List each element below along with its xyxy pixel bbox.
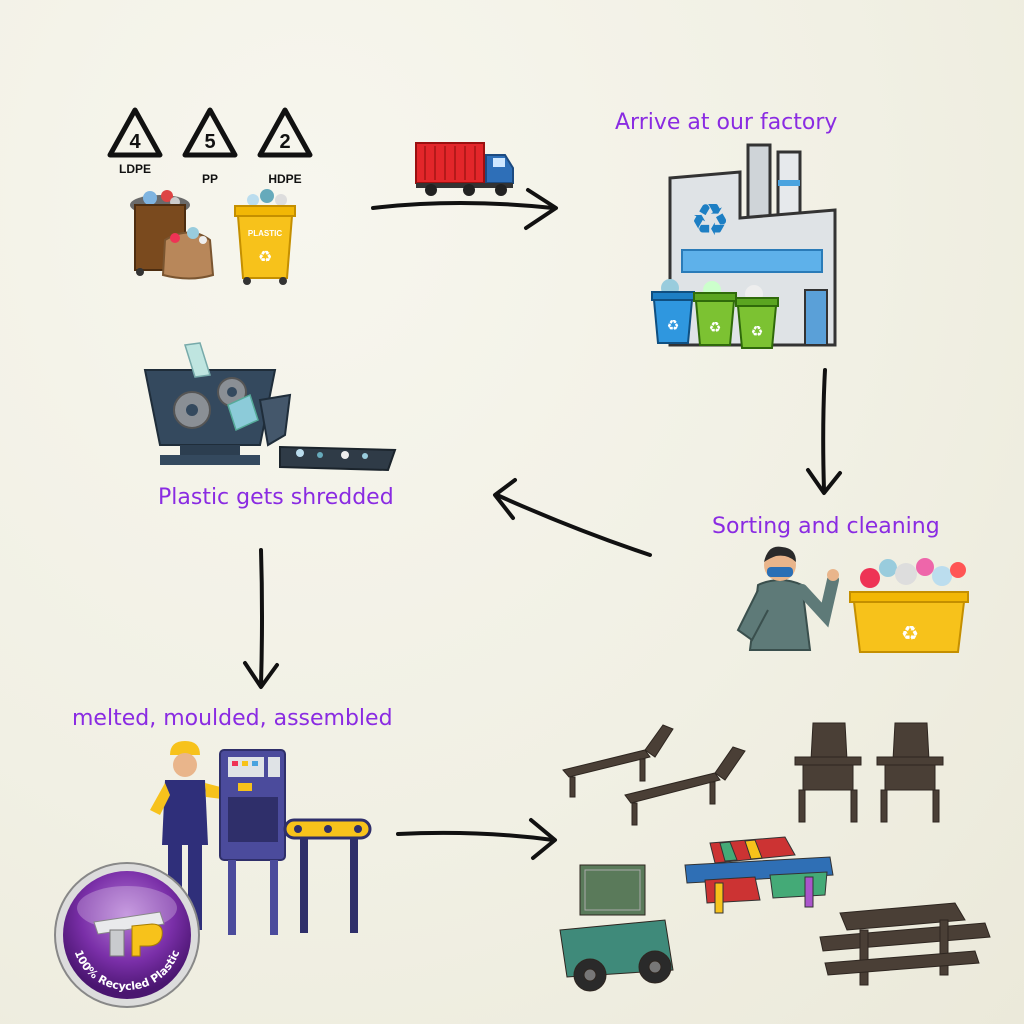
worker-icon xyxy=(736,546,839,651)
recycle-code-ldpe-icon: 4 LDPE xyxy=(107,107,163,176)
yellow-plastic-bin-icon: PLASTIC ♻ xyxy=(234,189,296,285)
sorting-crate-icon: ♻ xyxy=(849,558,969,653)
assembly-illustration xyxy=(150,741,372,935)
flow-arrow-right-2 xyxy=(396,818,557,860)
adirondack-chair-icon-1 xyxy=(794,722,862,823)
sorting-illustration: ♻ xyxy=(736,546,969,653)
green-bin-icon-2: ♻ xyxy=(735,285,779,349)
flow-arrow-right-1 xyxy=(371,188,558,230)
recycle-code-pp-icon: 5 PP xyxy=(182,107,238,186)
collection-illustration: 4 LDPE 5 PP 2 HDPE PLASTIC ♻ xyxy=(107,107,313,285)
moulding-machine-icon xyxy=(219,749,286,935)
flow-arrow-left-1 xyxy=(493,478,652,557)
recycled-plastic-badge: 100% Recycled Plastic xyxy=(54,862,200,1008)
conveyor-belt-icon xyxy=(283,818,372,933)
recycle-code-number: 5 xyxy=(204,131,215,153)
recycle-code-label: LDPE xyxy=(119,162,151,176)
green-bin-icon-1: ♻ xyxy=(693,281,737,346)
flow-arrow-down-1 xyxy=(806,368,842,495)
svg-text:♻: ♻ xyxy=(709,320,722,336)
furniture-products-illustration xyxy=(559,722,991,992)
trash-sack-icon xyxy=(161,227,215,280)
shredder-machine-icon xyxy=(143,342,292,465)
kids-car-playhouse-icon xyxy=(559,864,674,992)
factory-illustration: ♻ ♻ ♻ ♻ xyxy=(651,143,837,349)
sun-lounger-icon-2 xyxy=(624,746,746,826)
recycle-logo-icon: ♻ xyxy=(690,195,729,246)
truck-icon xyxy=(415,142,514,196)
bin-label: PLASTIC xyxy=(248,229,282,238)
recycle-icon: ♻ xyxy=(258,247,272,266)
sun-lounger-icon-1 xyxy=(562,724,674,798)
recycle-code-hdpe-icon: 2 HDPE xyxy=(257,107,313,186)
picnic-table-icon xyxy=(819,902,991,986)
recycle-code-number: 4 xyxy=(129,131,141,153)
shredder-illustration xyxy=(143,342,397,472)
recycle-code-label: PP xyxy=(202,172,218,186)
step-label-shredded: Plastic gets shredded xyxy=(158,485,394,510)
adirondack-chair-icon-2 xyxy=(876,722,944,823)
step-label-arrive: Arrive at our factory xyxy=(615,110,838,135)
step-label-melted: melted, moulded, assembled xyxy=(72,706,393,731)
colorful-picnic-table-icon xyxy=(684,836,834,914)
recycle-code-label: HDPE xyxy=(268,172,301,186)
svg-text:♻: ♻ xyxy=(667,318,680,334)
shredded-output-tray-icon xyxy=(279,445,397,472)
svg-text:♻: ♻ xyxy=(901,621,919,645)
svg-text:♻: ♻ xyxy=(751,324,764,340)
blue-bin-icon: ♻ xyxy=(651,279,695,344)
recycle-code-number: 2 xyxy=(279,131,290,153)
badge-logo-icon xyxy=(93,911,165,957)
step-label-sorting: Sorting and cleaning xyxy=(712,514,940,539)
flow-arrow-down-2 xyxy=(243,548,279,689)
